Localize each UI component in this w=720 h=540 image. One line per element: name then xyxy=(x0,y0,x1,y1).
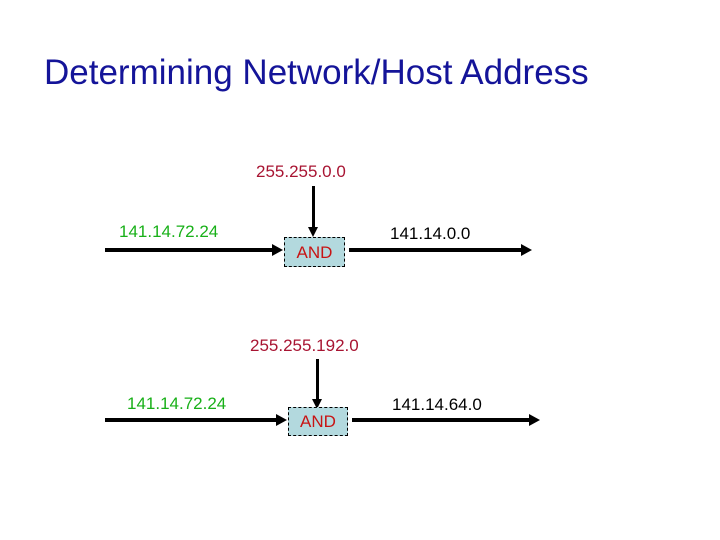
source-address-label-1: 141.14.72.24 xyxy=(119,222,219,241)
source-address-label-2: 141.14.72.24 xyxy=(127,394,227,413)
result-address-label-2: 141.14.64.0 xyxy=(392,395,482,414)
result-address-label-1: 141.14.0.0 xyxy=(390,224,471,243)
and-operator-box-2[interactable]: AND xyxy=(288,407,348,436)
mask-label-2: 255.255.192.0 xyxy=(250,336,359,355)
input-arrow-2 xyxy=(105,414,287,426)
output-arrow-1 xyxy=(349,244,532,256)
mask-arrow-2 xyxy=(312,359,322,409)
input-arrow-1 xyxy=(105,244,283,256)
mask-arrow-1 xyxy=(308,186,318,237)
mask-label-1: 255.255.0.0 xyxy=(256,162,346,181)
output-arrow-2 xyxy=(352,414,540,426)
page-title: Determining Network/Host Address xyxy=(44,53,589,92)
and-operator-box-1[interactable]: AND xyxy=(284,237,345,267)
and-operator-label-2: AND xyxy=(300,412,336,431)
and-operator-label-1: AND xyxy=(296,242,333,262)
